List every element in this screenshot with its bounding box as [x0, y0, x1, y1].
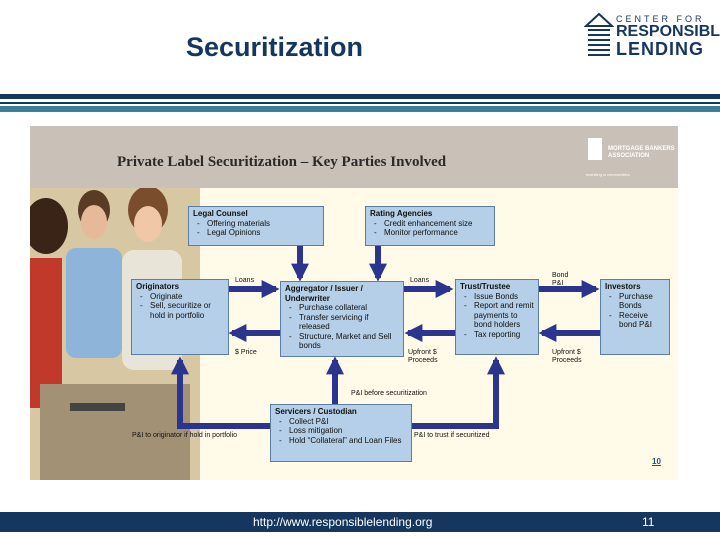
- arrow-servicer-to-trust: [410, 356, 505, 429]
- box-trust-trustee-item: Tax reporting: [464, 330, 534, 340]
- box-legal-counsel-item: Offering materials: [197, 219, 319, 229]
- mba-mark-icon: [588, 138, 602, 160]
- label-upfront-proceeds-1-line-1: Upfront $: [408, 349, 437, 356]
- box-trust-trustee: Trust/Trustee Issue Bonds Report and rem…: [455, 279, 539, 355]
- footer-url: http://www.responsiblelending.org: [253, 515, 433, 529]
- logo-line-2: RESPONSIBLE: [616, 23, 720, 40]
- flow-arrows: [171, 245, 600, 429]
- box-investors-item: Purchase Bonds: [609, 292, 665, 311]
- box-rating-agencies-item: Credit enhancement size: [374, 219, 490, 229]
- label-upfront-proceeds-2-line-1: Upfront $: [552, 349, 581, 356]
- box-aggregator-title: Aggregator / Issuer / Underwriter: [285, 284, 363, 303]
- logo-line-1: CENTER FOR: [616, 14, 705, 24]
- label-pi-to-originator: P&I to originator if hold in portfolio: [132, 432, 238, 439]
- label-loans-1: Loans: [235, 277, 255, 284]
- label-pi-before-securitization: P&I before securitization: [351, 390, 427, 397]
- box-originators-item: Sell, securitize or hold in portfolio: [140, 301, 224, 320]
- box-servicers-custodian: Servicers / Custodian Collect P&I Loss m…: [270, 404, 412, 462]
- box-trust-trustee-title: Trust/Trustee: [460, 282, 511, 291]
- mba-tagline: investing in communities: [586, 172, 630, 177]
- box-rating-agencies: Rating Agencies Credit enhancement size …: [365, 206, 495, 246]
- box-servicers-custodian-item: Hold “Collateral” and Loan Files: [279, 436, 407, 446]
- box-rating-agencies-item: Monitor performance: [374, 228, 490, 238]
- label-upfront-proceeds-1-line-2: Proceeds: [408, 357, 438, 364]
- box-servicers-custodian-title: Servicers / Custodian: [275, 407, 357, 416]
- box-rating-agencies-title: Rating Agencies: [370, 209, 433, 218]
- box-servicers-custodian-item: Collect P&I: [279, 417, 407, 427]
- box-originators-title: Originators: [136, 282, 180, 291]
- box-aggregator-item: Transfer servicing if released: [289, 313, 399, 332]
- footer-page-number: 11: [642, 515, 655, 529]
- label-pi-to-trust: P&I to trust if securitized: [414, 432, 490, 439]
- label-bond-pi-line-2: P&I: [552, 280, 564, 287]
- mba-logo: MORTGAGE BANKERS ASSOCIATION investing i…: [586, 136, 678, 178]
- mba-name: MORTGAGE BANKERS ASSOCIATION: [608, 146, 675, 159]
- box-aggregator-item: Purchase collateral: [289, 303, 399, 313]
- logo-line-3: LENDING: [616, 39, 704, 59]
- arrow-servicer-to-originator: [171, 356, 270, 429]
- box-investors-item: Receive bond P&I: [609, 311, 665, 330]
- footer-bar: http://www.responsiblelending.org 11: [0, 512, 720, 532]
- box-trust-trustee-item: Issue Bonds: [464, 292, 534, 302]
- box-trust-trustee-item: Report and remit payments to bond holder…: [464, 301, 534, 330]
- box-originators-item: Originate: [140, 292, 224, 302]
- slide-banner: Private Label Securitization – Key Parti…: [30, 126, 678, 188]
- label-loans-2: Loans: [410, 277, 430, 284]
- page-title: Securitization: [186, 32, 364, 62]
- box-investors: Investors Purchase Bonds Receive bond P&…: [600, 279, 670, 355]
- box-investors-title: Investors: [605, 282, 641, 291]
- label-upfront-proceeds-2-line-2: Proceeds: [552, 357, 582, 364]
- label-bond-pi-line-1: Bond: [552, 272, 569, 279]
- slide-banner-title: Private Label Securitization – Key Parti…: [117, 154, 447, 170]
- header-rule-teal: [0, 106, 720, 112]
- crl-logo: CENTER FOR RESPONSIBLE LENDING: [584, 12, 720, 62]
- box-aggregator-item: Structure, Market and Sell bonds: [289, 332, 399, 351]
- box-servicers-custodian-item: Loss mitigation: [279, 426, 407, 436]
- box-originators: Originators Originate Sell, securitize o…: [131, 279, 229, 355]
- box-legal-counsel: Legal Counsel Offering materials Legal O…: [188, 206, 324, 246]
- embedded-slide: Private Label Securitization – Key Parti…: [30, 126, 678, 480]
- box-legal-counsel-item: Legal Opinions: [197, 228, 319, 238]
- box-legal-counsel-title: Legal Counsel: [193, 209, 248, 218]
- building-icon: [584, 12, 614, 56]
- header-rule-thin: [0, 102, 720, 104]
- slide-page-number: 10: [652, 457, 661, 466]
- header-rule-thick: [0, 94, 720, 99]
- label-price: $ Price: [235, 349, 257, 356]
- box-aggregator: Aggregator / Issuer / Underwriter Purcha…: [280, 281, 404, 357]
